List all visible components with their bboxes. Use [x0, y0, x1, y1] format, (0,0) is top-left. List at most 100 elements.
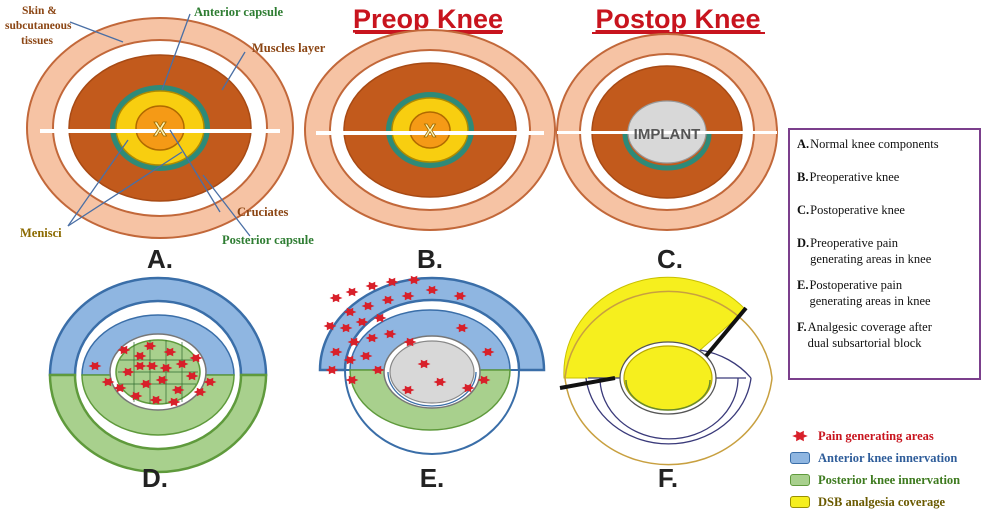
- annotation-pointers-a: [67, 13, 251, 237]
- pain-marker-e: [371, 365, 385, 375]
- key-row-dsb: DSB analgesia coverage: [790, 491, 990, 513]
- legend-text-d-2: generating areas in knee: [810, 252, 932, 266]
- pain-marker-d: [175, 359, 189, 369]
- key-swatch-dsb: [790, 496, 810, 508]
- outer-ring-upper-f: [564, 290, 773, 379]
- key-text-dsb: DSB analgesia coverage: [818, 494, 946, 509]
- title-postop-knee: Postop Knee: [595, 4, 760, 34]
- panel-letter-d: D.: [142, 463, 168, 493]
- key-text-pain: Pain generating areas: [818, 428, 934, 443]
- posterior-capsule-f: [625, 379, 711, 411]
- implant-e: [389, 340, 475, 404]
- label-muscles-layer: Muscles layer: [252, 41, 326, 55]
- label-menisci: Menisci: [20, 226, 62, 240]
- legend-text-e-2: generating areas in knee: [809, 294, 931, 308]
- panel-d: D.: [48, 276, 268, 493]
- panel-a: X Skin & subcutaneous tissues Anterior c…: [5, 5, 326, 274]
- label-posterior-capsule: Posterior capsule: [222, 233, 314, 247]
- pain-marker-d: [139, 379, 153, 389]
- block-boundary-upper-f: [704, 306, 748, 358]
- legend-key-a: A.: [797, 137, 810, 151]
- title-preop-knee: Preop Knee: [353, 4, 503, 34]
- legend-text-e-1: Postoperative pain: [809, 278, 903, 292]
- pain-marker-d: [121, 367, 135, 377]
- pain-marker-d: [88, 361, 102, 371]
- cruciate-mark-b: X: [424, 121, 436, 141]
- label-skin-line3: tissues: [21, 35, 53, 47]
- key-swatch-posterior: [790, 474, 810, 486]
- pain-marker-e: [407, 275, 421, 285]
- cruciate-mark-a: X: [153, 119, 167, 141]
- legend-key-e: E.: [797, 278, 809, 292]
- pain-marker-d: [133, 351, 147, 361]
- key-swatch-anterior: [790, 452, 810, 464]
- pain-marker-d: [163, 347, 177, 357]
- pain-marker-e: [385, 277, 399, 287]
- pain-marker-e: [359, 351, 373, 361]
- panel-letter-f: F.: [658, 463, 678, 493]
- cruciate-core-a: [135, 105, 185, 151]
- pain-marker-d: [143, 341, 157, 351]
- pain-marker-key: [792, 430, 808, 442]
- joint-line-a: [40, 129, 280, 133]
- pain-marker-e: [401, 291, 415, 301]
- anterior-outer-arc-d: [48, 276, 268, 377]
- label-skin-line2: subcutaneous: [5, 20, 72, 32]
- pain-marker-d: [171, 385, 185, 395]
- pain-marker-d: [155, 375, 169, 385]
- posterior-capsule-c: [622, 133, 712, 171]
- joint-line-c: [557, 131, 777, 134]
- pain-marker-e: [355, 317, 369, 327]
- pain-marker-e: [325, 365, 339, 375]
- label-skin-line1: Skin &: [22, 5, 57, 17]
- legend-key-f: F.: [797, 320, 807, 334]
- dsb-coverage-wedge-f: [563, 276, 747, 379]
- pain-marker-e: [417, 359, 431, 369]
- pain-marker-d: [117, 345, 131, 355]
- joint-line-b: [316, 131, 544, 135]
- pain-marker-e: [477, 375, 491, 385]
- legend-text-c: Postoperative knee: [810, 203, 905, 217]
- pain-marker-d: [145, 361, 159, 371]
- legend-key-b: B.: [797, 170, 809, 184]
- legend-item-c: C. Postoperative knee: [797, 202, 973, 218]
- pain-marker-d: [159, 363, 173, 373]
- middle-ring-lower-f: [585, 377, 752, 445]
- key-pain-marker: [792, 430, 808, 442]
- implant-label-c: IMPLANT: [634, 126, 701, 143]
- cruciate-core-b: [409, 111, 451, 149]
- legend-box: A. Normal knee components B. Preoperativ…: [788, 128, 981, 380]
- block-boundary-lower-f: [559, 376, 616, 390]
- label-anterior-capsule: Anterior capsule: [194, 5, 283, 19]
- legend-text-b: Preoperative knee: [809, 170, 900, 184]
- pain-marker-e: [453, 291, 467, 301]
- color-key: Pain generating areas Anterior knee inne…: [790, 425, 990, 513]
- middle-ring-upper-f: [699, 349, 752, 379]
- pain-marker-e: [455, 323, 469, 333]
- pain-marker-e: [329, 293, 343, 303]
- legend-text-d-1: Preoperative pain: [810, 236, 898, 250]
- pain-marker-d: [101, 377, 115, 387]
- pain-marker-d: [185, 371, 199, 381]
- pain-marker-e: [347, 337, 361, 347]
- pain-marker-d: [203, 377, 217, 387]
- pain-marker-e: [343, 355, 357, 365]
- pain-marker-e: [425, 285, 439, 295]
- legend-item-b: B. Preoperative knee: [797, 169, 973, 185]
- pain-marker-e: [401, 385, 415, 395]
- posterior-capsule-e: [387, 371, 477, 407]
- pain-marker-d: [167, 397, 181, 407]
- key-text-anterior: Anterior knee innervation: [818, 450, 958, 465]
- pain-marker-d: [133, 361, 147, 371]
- legend-text-f-2: dual subsartorial block: [807, 336, 922, 350]
- pain-marker-e: [329, 347, 343, 357]
- inner-ring-lower-f: [599, 377, 739, 440]
- panel-letter-a: A.: [147, 244, 173, 274]
- panel-letter-e: E.: [420, 463, 445, 493]
- pain-markers-e: [323, 275, 495, 395]
- legend-item-e: E. Postoperative pain generating areas in…: [797, 277, 973, 309]
- pain-marker-e: [345, 287, 359, 297]
- legend-item-a: A. Normal knee components: [797, 136, 973, 152]
